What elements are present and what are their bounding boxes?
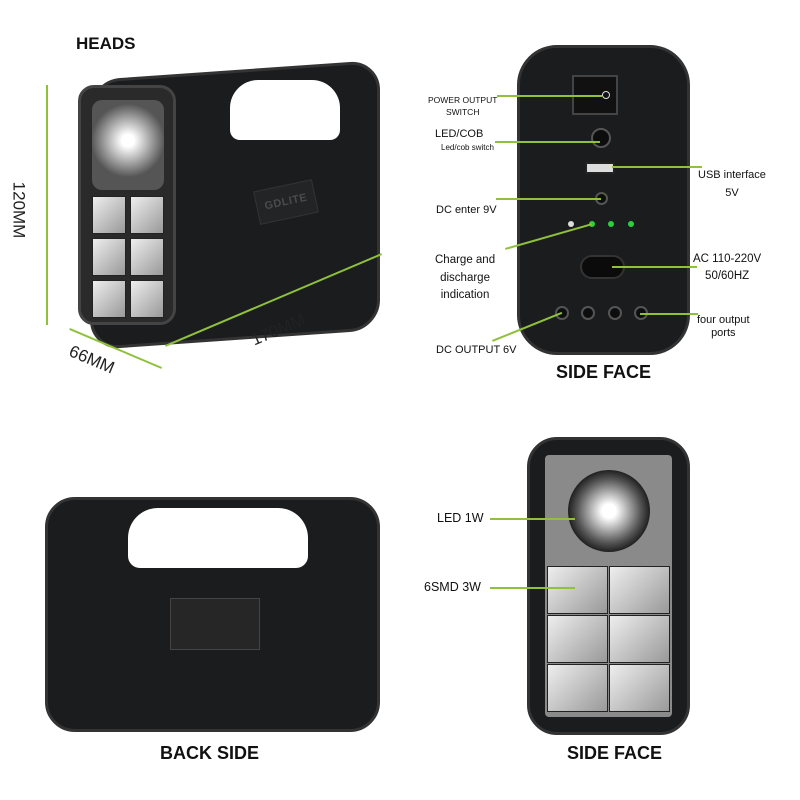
label-6smd: 6SMD 3W xyxy=(424,580,481,594)
heads-smd-2 xyxy=(130,196,164,234)
line-power-switch xyxy=(497,95,602,97)
back-side-title: BACK SIDE xyxy=(160,743,260,763)
heads-smd-5 xyxy=(92,280,126,318)
label-charge: Charge and discharge indication xyxy=(435,254,496,301)
line-led-1w xyxy=(490,518,575,520)
heads-smd-1 xyxy=(92,196,126,234)
label-dc-output: DC OUTPUT 6V xyxy=(436,344,517,356)
line-usb xyxy=(612,166,702,168)
status-led-white xyxy=(568,221,574,227)
back-label-plate xyxy=(170,598,260,650)
label-dc-enter: DC enter 9V xyxy=(436,204,497,216)
label-led-cob-sub: Led/cob switch xyxy=(441,143,494,152)
dim-height-label: 120MM xyxy=(9,181,29,239)
heads-title: HEADS xyxy=(76,34,136,53)
usb-port xyxy=(585,162,615,174)
output-port-3 xyxy=(608,306,622,320)
status-led-2 xyxy=(608,221,614,227)
led-1w-flashlight xyxy=(568,470,650,552)
smd-led-5 xyxy=(547,664,608,712)
line-output-ports xyxy=(640,313,698,315)
heads-handle-opening xyxy=(230,80,340,140)
status-led-3 xyxy=(628,221,634,227)
label-ac: AC 110-220V 50/60HZ xyxy=(693,253,762,282)
line-dc-enter xyxy=(496,198,601,200)
back-handle-opening xyxy=(128,508,308,568)
led-cob-button[interactable] xyxy=(591,128,611,148)
dim-line-height xyxy=(46,85,48,325)
line-led-cob xyxy=(495,141,600,143)
heads-smd-4 xyxy=(130,238,164,276)
line-6smd xyxy=(490,587,575,589)
label-power-switch: POWER OUTPUT SWITCH xyxy=(428,95,498,117)
side-face-ports-title: SIDE FACE xyxy=(556,362,652,382)
label-usb: USB interface 5V xyxy=(698,169,766,199)
output-port-2 xyxy=(581,306,595,320)
heads-smd-3 xyxy=(92,238,126,276)
status-led-1 xyxy=(589,221,595,227)
line-ac xyxy=(612,266,697,268)
heads-smd-6 xyxy=(130,280,164,318)
smd-led-2 xyxy=(609,566,670,614)
smd-led-1 xyxy=(547,566,608,614)
heads-flashlight xyxy=(92,100,164,190)
label-output-ports: four output ports xyxy=(697,314,750,339)
smd-led-4 xyxy=(609,615,670,663)
smd-led-6 xyxy=(609,664,670,712)
label-led-cob: LED/COB xyxy=(435,128,484,140)
power-switch-circle-icon xyxy=(602,91,610,99)
label-led-1w: LED 1W xyxy=(437,511,484,525)
side-face-lights-title: SIDE FACE xyxy=(567,743,663,763)
heads-brand-lettering: GDLITE xyxy=(263,191,309,213)
smd-led-3 xyxy=(547,615,608,663)
